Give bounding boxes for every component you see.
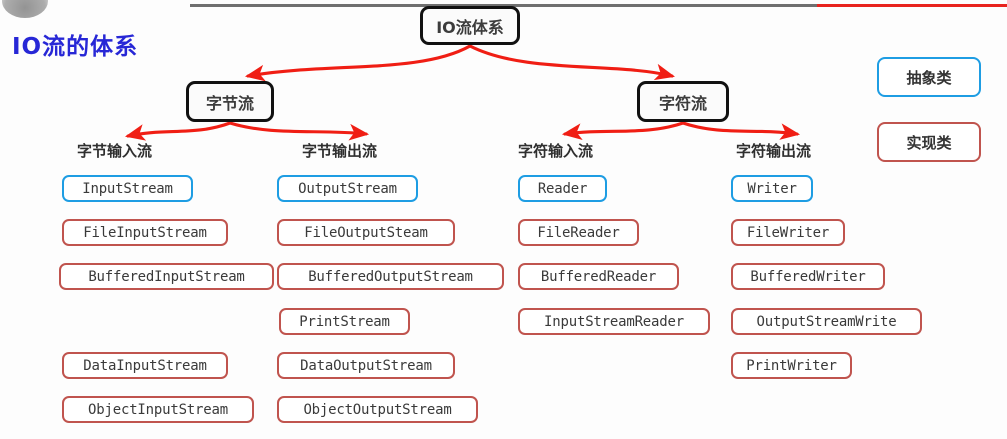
watermark-logo-icon bbox=[2, 0, 48, 18]
class-chip-objectoutputstream[interactable]: ObjectOutputStream bbox=[277, 396, 478, 423]
class-chip-outputstream[interactable]: OutputStream bbox=[277, 175, 418, 202]
class-chip-reader[interactable]: Reader bbox=[518, 175, 607, 202]
class-chip-filewriter[interactable]: FileWriter bbox=[731, 219, 845, 246]
node-byte-stream[interactable]: 字节流 bbox=[186, 81, 274, 122]
column-header-byte-input: 字节输入流 bbox=[77, 142, 153, 160]
class-chip-inputstream[interactable]: InputStream bbox=[62, 175, 193, 202]
edge-root-to-char bbox=[468, 44, 676, 81]
class-chip-fileoutputsteam[interactable]: FileOutputSteam bbox=[277, 219, 455, 246]
edge-byte-to-in bbox=[124, 121, 232, 141]
column-header-byte-output: 字节输出流 bbox=[302, 142, 378, 160]
edge-root-to-byte bbox=[244, 44, 472, 82]
class-chip-bufferedreader[interactable]: BufferedReader bbox=[518, 263, 679, 290]
class-chip-dataoutputstream[interactable]: DataOutputStream bbox=[277, 352, 455, 379]
class-chip-bufferedwriter[interactable]: BufferedWriter bbox=[731, 263, 885, 290]
legend-abstract-class: 抽象类 bbox=[877, 57, 981, 97]
edge-char-to-out bbox=[681, 121, 801, 140]
class-chip-datainputstream[interactable]: DataInputStream bbox=[62, 352, 228, 379]
legend-implementation-class: 实现类 bbox=[877, 122, 981, 162]
progress-indicator bbox=[817, 4, 1007, 7]
column-header-char-output: 字符输出流 bbox=[736, 142, 812, 160]
class-chip-filereader[interactable]: FileReader bbox=[518, 219, 639, 246]
class-chip-printwriter[interactable]: PrintWriter bbox=[731, 352, 852, 379]
class-chip-printstream[interactable]: PrintStream bbox=[279, 308, 410, 335]
class-chip-bufferedoutputstream[interactable]: BufferedOutputStream bbox=[277, 263, 504, 290]
edge-char-to-in bbox=[561, 121, 685, 140]
class-chip-objectinputstream[interactable]: ObjectInputStream bbox=[62, 396, 254, 423]
column-header-char-input: 字符输入流 bbox=[518, 142, 594, 160]
class-chip-inputstreamreader[interactable]: InputStreamReader bbox=[518, 308, 710, 335]
class-chip-outputstreamwrite[interactable]: OutputStreamWrite bbox=[731, 308, 922, 335]
edge-byte-to-out bbox=[228, 121, 370, 141]
page-title: IO流的体系 bbox=[12, 34, 139, 60]
class-chip-fileinputstream[interactable]: FileInputStream bbox=[62, 219, 228, 246]
class-chip-bufferedinputstream[interactable]: BufferedInputStream bbox=[59, 263, 274, 290]
node-char-stream[interactable]: 字符流 bbox=[637, 81, 729, 122]
node-io-stream-system[interactable]: IO流体系 bbox=[420, 6, 520, 45]
class-chip-writer[interactable]: Writer bbox=[731, 175, 813, 202]
progress-track bbox=[190, 4, 1007, 7]
